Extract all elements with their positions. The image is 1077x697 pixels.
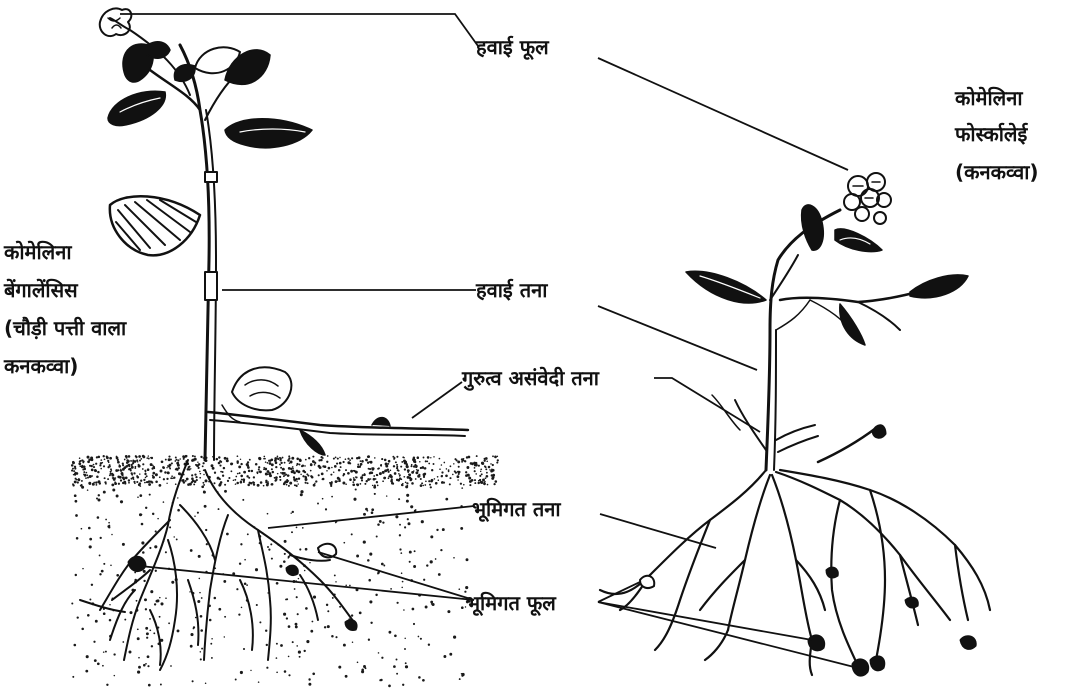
leader-underground-flower-4 bbox=[598, 602, 812, 640]
right-plant bbox=[600, 173, 990, 676]
plant-left-line2: बेंगालेंसिस bbox=[4, 276, 78, 305]
leader-aerial-stem-right bbox=[598, 306, 757, 370]
leader-lines bbox=[120, 14, 858, 668]
leader-gravity-stem-left bbox=[412, 382, 462, 418]
right-aerial-stem bbox=[766, 210, 840, 470]
leader-underground-stem-left bbox=[268, 506, 474, 528]
label-underground-flower: भूमिगत फूल bbox=[466, 589, 556, 618]
left-creeping-stem bbox=[208, 412, 468, 430]
plant-right-line3: (कनकव्वा) bbox=[955, 158, 1039, 187]
right-aerial-flower bbox=[844, 173, 891, 224]
label-gravity-insensitive-stem: गुरुत्व असंवेदी तना bbox=[462, 364, 599, 393]
plant-left-line3: (चौड़ी पत्ती वाला bbox=[4, 314, 126, 343]
left-underground-flower-1 bbox=[128, 556, 146, 571]
leader-underground-flower-2 bbox=[140, 566, 474, 600]
left-aerial-stem bbox=[180, 45, 209, 460]
plant-right-line1: कोमेलिना bbox=[955, 84, 1023, 113]
leader-aerial-flower-right bbox=[598, 58, 848, 170]
plant-left-line1: कोमेलिना bbox=[4, 238, 72, 267]
label-underground-stem: भूमिगत तना bbox=[472, 495, 561, 524]
left-plant bbox=[80, 9, 468, 671]
leader-aerial-flower-left bbox=[120, 14, 478, 46]
label-aerial-flower: हवाई फूल bbox=[476, 33, 549, 62]
label-aerial-stem: हवाई तना bbox=[476, 276, 547, 305]
plant-left-line4: कनकव्वा) bbox=[4, 352, 78, 381]
leader-underground-stem-right bbox=[600, 514, 716, 548]
plant-right-line2: फोर्स्कालेई bbox=[955, 120, 1027, 149]
leader-gravity-stem-right bbox=[654, 378, 760, 432]
right-roots bbox=[600, 470, 990, 675]
